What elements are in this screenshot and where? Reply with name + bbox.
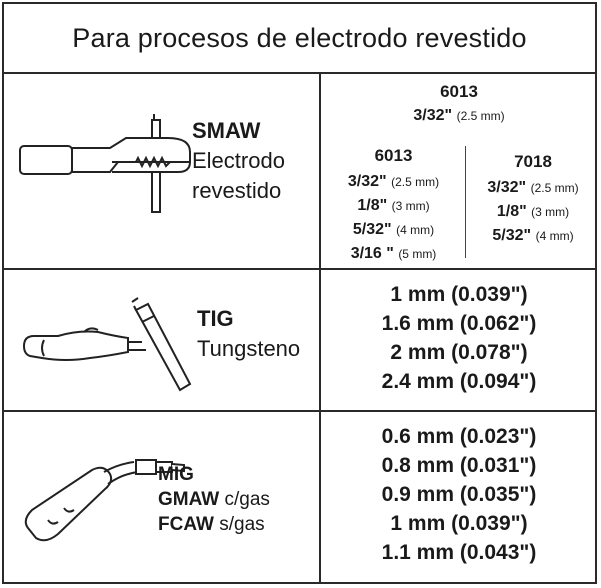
spec-row: 1/8" (3 mm) bbox=[496, 203, 570, 220]
mig-value: 0.8 mm (0.031") bbox=[381, 454, 537, 477]
tig-value: 2.4 mm (0.094") bbox=[381, 370, 537, 393]
spec-row: 3/32" (2.5 mm) bbox=[347, 173, 440, 190]
mig-values: 0.6 mm (0.023") 0.8 mm (0.031") 0.9 mm (… bbox=[321, 422, 597, 567]
mig-value: 0.6 mm (0.023") bbox=[381, 425, 537, 448]
spec-row: 3/32" (2.5 mm) bbox=[487, 179, 579, 196]
smaw-top-code: 6013 bbox=[440, 82, 478, 101]
tig-label: TIG Tungsteno bbox=[197, 304, 300, 364]
mig-value: 1.1 mm (0.043") bbox=[381, 541, 537, 564]
table-title: Para procesos de electrodo revestido bbox=[72, 22, 527, 53]
smaw-top-spec: 6013 3/32" (2.5 mm) bbox=[321, 80, 597, 128]
smaw-desc-2: revestido bbox=[192, 178, 282, 203]
smaw-top-size: 3/32" bbox=[413, 107, 453, 124]
smaw-top-mm: (2.5 mm) bbox=[456, 109, 505, 123]
mig-gun-icon bbox=[18, 450, 194, 550]
spec-row: 3/16 " (5 mm) bbox=[350, 245, 437, 262]
smaw-col2-code: 7018 bbox=[514, 152, 552, 171]
tig-torch-icon bbox=[18, 296, 194, 396]
tig-desc: Tungsteno bbox=[197, 336, 301, 361]
smaw-col1-code: 6013 bbox=[374, 146, 413, 165]
divider bbox=[4, 72, 595, 74]
gmaw-name: GMAW bbox=[158, 489, 220, 510]
tig-value: 2 mm (0.078") bbox=[390, 341, 528, 364]
tig-value: 1.6 mm (0.062") bbox=[381, 312, 537, 335]
spec-row: 1/8" (3 mm) bbox=[357, 197, 430, 214]
fcaw-name: FCAW bbox=[158, 514, 214, 535]
divider bbox=[4, 268, 595, 270]
mig-value: 1 mm (0.039") bbox=[390, 512, 528, 535]
gmaw-desc: c/gas bbox=[224, 489, 270, 510]
smaw-name: SMAW bbox=[192, 118, 261, 143]
smaw-label: SMAW Electrodo revestido bbox=[192, 116, 285, 206]
spec-row: 5/32" (4 mm) bbox=[492, 227, 574, 244]
tig-values: 1 mm (0.039") 1.6 mm (0.062") 2 mm (0.07… bbox=[321, 280, 597, 396]
spec-row: 5/32" (4 mm) bbox=[352, 221, 435, 238]
fcaw-desc: s/gas bbox=[219, 514, 265, 535]
mig-label: MIG GMAW c/gas FCAW s/gas bbox=[158, 462, 270, 537]
tig-name: TIG bbox=[197, 306, 234, 331]
column-divider bbox=[319, 72, 321, 582]
smaw-desc-1: Electrodo bbox=[192, 148, 285, 173]
divider bbox=[4, 410, 595, 412]
smaw-col-6013: 6013 3/32" (2.5 mm) 1/8" (3 mm) 5/32" (4… bbox=[326, 144, 461, 266]
smaw-col-7018: 7018 3/32" (2.5 mm) 1/8" (3 mm) 5/32" (4… bbox=[470, 150, 596, 248]
sub-column-divider bbox=[465, 146, 466, 258]
mig-value: 0.9 mm (0.035") bbox=[381, 483, 537, 506]
electrode-table: Para procesos de electrodo revestido SMA… bbox=[2, 2, 597, 584]
tig-value: 1 mm (0.039") bbox=[390, 283, 528, 306]
mig-name: MIG bbox=[158, 464, 194, 485]
electrode-holder-icon bbox=[18, 112, 194, 214]
